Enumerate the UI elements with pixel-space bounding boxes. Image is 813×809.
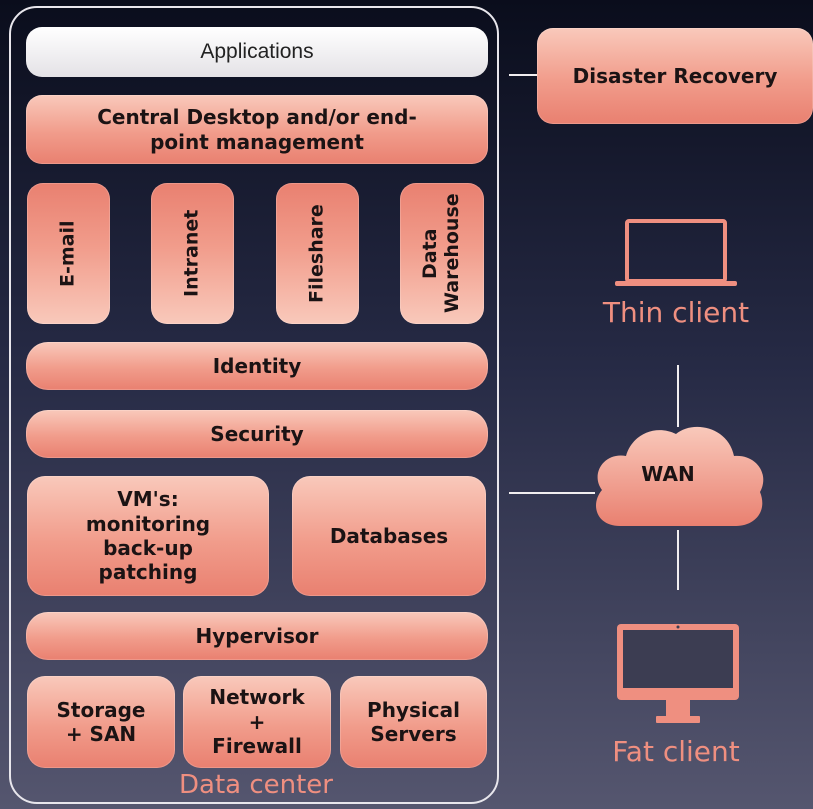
- wan-label: WAN: [641, 462, 695, 486]
- hypervisor-bar: Hypervisor: [26, 612, 488, 660]
- intranet-box: Intranet: [151, 183, 234, 324]
- monitor-icon: [617, 624, 739, 723]
- connector-wan-thin: [677, 365, 679, 427]
- data-center-frame: [9, 6, 499, 804]
- storage-san-box: Storage + SAN: [27, 676, 175, 768]
- connector-disaster-recovery: [509, 74, 538, 76]
- thin-client-label: Thin client: [602, 296, 750, 329]
- databases-box: Databases: [292, 476, 486, 596]
- applications-bar: Applications: [26, 27, 488, 77]
- cloud-icon: [596, 426, 764, 526]
- data-center-label: Data center: [179, 770, 333, 800]
- identity-bar: Identity: [26, 342, 488, 390]
- connector-wan-fat: [677, 530, 679, 590]
- disaster-recovery-box: Disaster Recovery: [537, 28, 813, 124]
- fileshare-box: Fileshare: [276, 183, 359, 324]
- email-box: E-mail: [27, 183, 110, 324]
- network-firewall-box: Network + Firewall: [183, 676, 331, 768]
- laptop-icon: [615, 219, 737, 286]
- physical-servers-box: Physical Servers: [340, 676, 487, 768]
- fat-client-label: Fat client: [612, 735, 740, 768]
- connector-wan: [509, 492, 595, 494]
- central-desktop-box: Central Desktop and/or end-point managem…: [26, 95, 488, 164]
- data-warehouse-box: Data Warehouse: [400, 183, 484, 324]
- security-bar: Security: [26, 410, 488, 458]
- vms-box: VM's: monitoring back-up patching: [27, 476, 269, 596]
